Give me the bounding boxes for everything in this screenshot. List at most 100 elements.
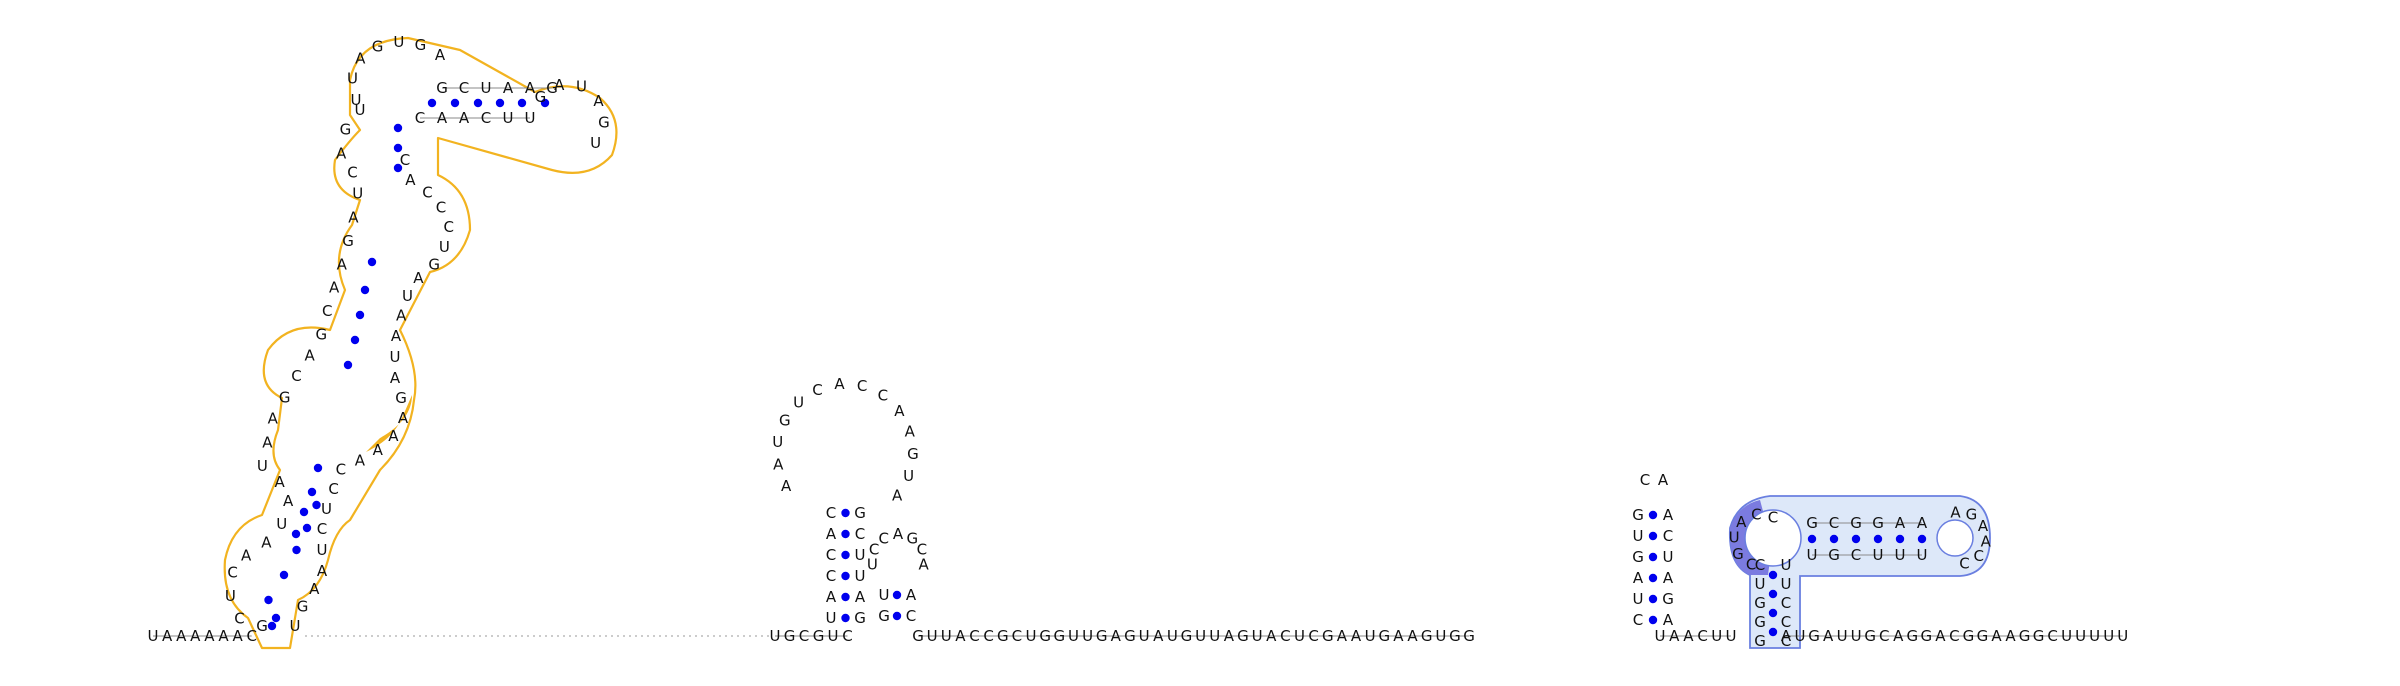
hairpin-two-nucleotide: A [918, 556, 929, 574]
long-hairpin-nucleotide: A [355, 452, 366, 470]
left-tail-nucleotide: A [190, 627, 201, 645]
helix-nucleotide: A [1736, 513, 1747, 531]
segment-nucleotide: G [1039, 627, 1051, 645]
long-hairpin-nucleotide: C [481, 109, 491, 127]
right-tail-nucleotide: C [2047, 627, 2057, 645]
long-hairpin-nucleotide: C [347, 163, 357, 181]
long-hairpin-nucleotide: C [317, 520, 327, 538]
base-pair-dot [1829, 534, 1839, 544]
base-pair-dot [1648, 552, 1658, 562]
long-hairpin-nucleotide: U [481, 79, 492, 97]
segment-nucleotide: U [1294, 627, 1305, 645]
segment-nucleotide: G [1053, 627, 1065, 645]
left-tail-nucleotide: A [204, 627, 215, 645]
segment-nucleotide: U [1026, 627, 1037, 645]
long-hairpin-nucleotide: A [525, 79, 536, 97]
hairpin-two-nucleotide: A [834, 375, 845, 393]
segment-nucleotide: A [1153, 627, 1164, 645]
segment-nucleotide: U [770, 627, 781, 645]
hairpin-two-nucleotide: C [826, 504, 836, 522]
helix-nucleotide: G [1754, 632, 1766, 650]
base-pair-dot [841, 529, 850, 539]
segment-nucleotide: A [955, 627, 966, 645]
long-hairpin-nucleotide: G [340, 120, 352, 138]
hairpin-two-nucleotide: A [781, 477, 792, 495]
base-pair-dot [473, 98, 483, 108]
base-pair-dot [1648, 573, 1658, 583]
long-hairpin-nucleotide: A [348, 208, 359, 226]
segment-nucleotide: G [1463, 627, 1475, 645]
long-hairpin-nucleotide: A [388, 427, 399, 445]
long-hairpin-nucleotide: U [321, 500, 332, 518]
base-pair-dot [495, 98, 505, 108]
segment-nucleotide: A [1337, 627, 1348, 645]
helix-nucleotide: G [1828, 546, 1840, 564]
hairpin-two-nucleotide: U [826, 609, 837, 627]
long-hairpin-nucleotide: A [391, 327, 402, 345]
long-hairpin-nucleotide: C [422, 183, 432, 201]
hairpin-three-nucleotide: G [1632, 506, 1644, 524]
long-hairpin-nucleotide: U [351, 91, 362, 109]
long-hairpin-nucleotide: U [355, 101, 366, 119]
segment-nucleotide: U [1711, 627, 1722, 645]
right-tail-nucleotide: U [1795, 627, 1806, 645]
hairpin-three-nucleotide: A [1633, 569, 1644, 587]
right-tail-nucleotide: G [1864, 627, 1876, 645]
hairpin-three-nucleotide: G [1632, 548, 1644, 566]
base-pair-dot [841, 550, 850, 560]
long-hairpin-nucleotide: A [593, 92, 604, 110]
base-pair-dot [313, 463, 323, 473]
helix-nucleotide: C [1781, 613, 1791, 631]
long-hairpin-nucleotide: U [590, 134, 601, 152]
long-hairpin-nucleotide: G [415, 36, 427, 54]
helix-nucleotide: C [1851, 546, 1861, 564]
hairpin-three-nucleotide: G [1662, 590, 1674, 608]
long-hairpin-nucleotide: A [329, 279, 340, 297]
right-tail-nucleotide: G [2033, 627, 2045, 645]
right-tail-nucleotide: A [1781, 627, 1792, 645]
base-pair-dot [1648, 615, 1658, 625]
right-tail-nucleotide: G [1977, 627, 1989, 645]
hairpin-two-nucleotide: C [857, 377, 867, 395]
long-hairpin-nucleotide: A [336, 144, 347, 162]
long-hairpin-nucleotide: A [274, 473, 285, 491]
hairpin-two-nucleotide: C [878, 529, 888, 547]
hairpin-two-nucleotide: U [855, 546, 866, 564]
hairpin-two-nucleotide: A [892, 487, 903, 505]
segment-nucleotide: C [1012, 627, 1022, 645]
long-hairpin-nucleotide: C [322, 302, 332, 320]
hairpin-two-nucleotide: C [812, 381, 822, 399]
hairpin-two-nucleotide: U [772, 433, 783, 451]
base-pair-dot [427, 98, 437, 108]
segment-nucleotide: U [1726, 627, 1737, 645]
helix-cap-loop [1936, 519, 1974, 557]
base-pair-dot [450, 98, 460, 108]
right-tail-nucleotide: G [1906, 627, 1918, 645]
long-hairpin-nucleotide: A [459, 109, 470, 127]
base-pair-dot [1648, 510, 1658, 520]
long-hairpin-nucleotide: G [316, 326, 328, 344]
base-pair-dot [299, 507, 309, 517]
hairpin-two-nucleotide: G [906, 529, 918, 547]
hairpin-two-nucleotide: C [826, 567, 836, 585]
long-hairpin-nucleotide: A [355, 50, 366, 68]
hairpin-two-nucleotide: G [854, 609, 866, 627]
long-hairpin-nucleotide: G [436, 79, 448, 97]
long-hairpin-nucleotide: C [336, 461, 346, 479]
hairpin-two-nucleotide: A [773, 456, 784, 474]
hairpin-three-nucleotide: U [1663, 548, 1674, 566]
segment-nucleotide: G [1124, 627, 1136, 645]
base-pair-dot [393, 143, 403, 153]
long-hairpin-nucleotide: A [390, 369, 401, 387]
base-pair-dot [1648, 531, 1658, 541]
right-tail-nucleotide: C [1879, 627, 1889, 645]
long-hairpin-nucleotide: C [291, 367, 301, 385]
helix-nucleotide: A [1978, 517, 1989, 535]
base-pair-dot [892, 590, 902, 600]
left-tail-nucleotide: C [246, 627, 256, 645]
segment-nucleotide: U [1435, 627, 1446, 645]
segment-nucleotide: U [1252, 627, 1263, 645]
segment-nucleotide: A [1407, 627, 1418, 645]
base-pair-dot [393, 123, 403, 133]
hairpin-two-nucleotide: A [893, 525, 904, 543]
